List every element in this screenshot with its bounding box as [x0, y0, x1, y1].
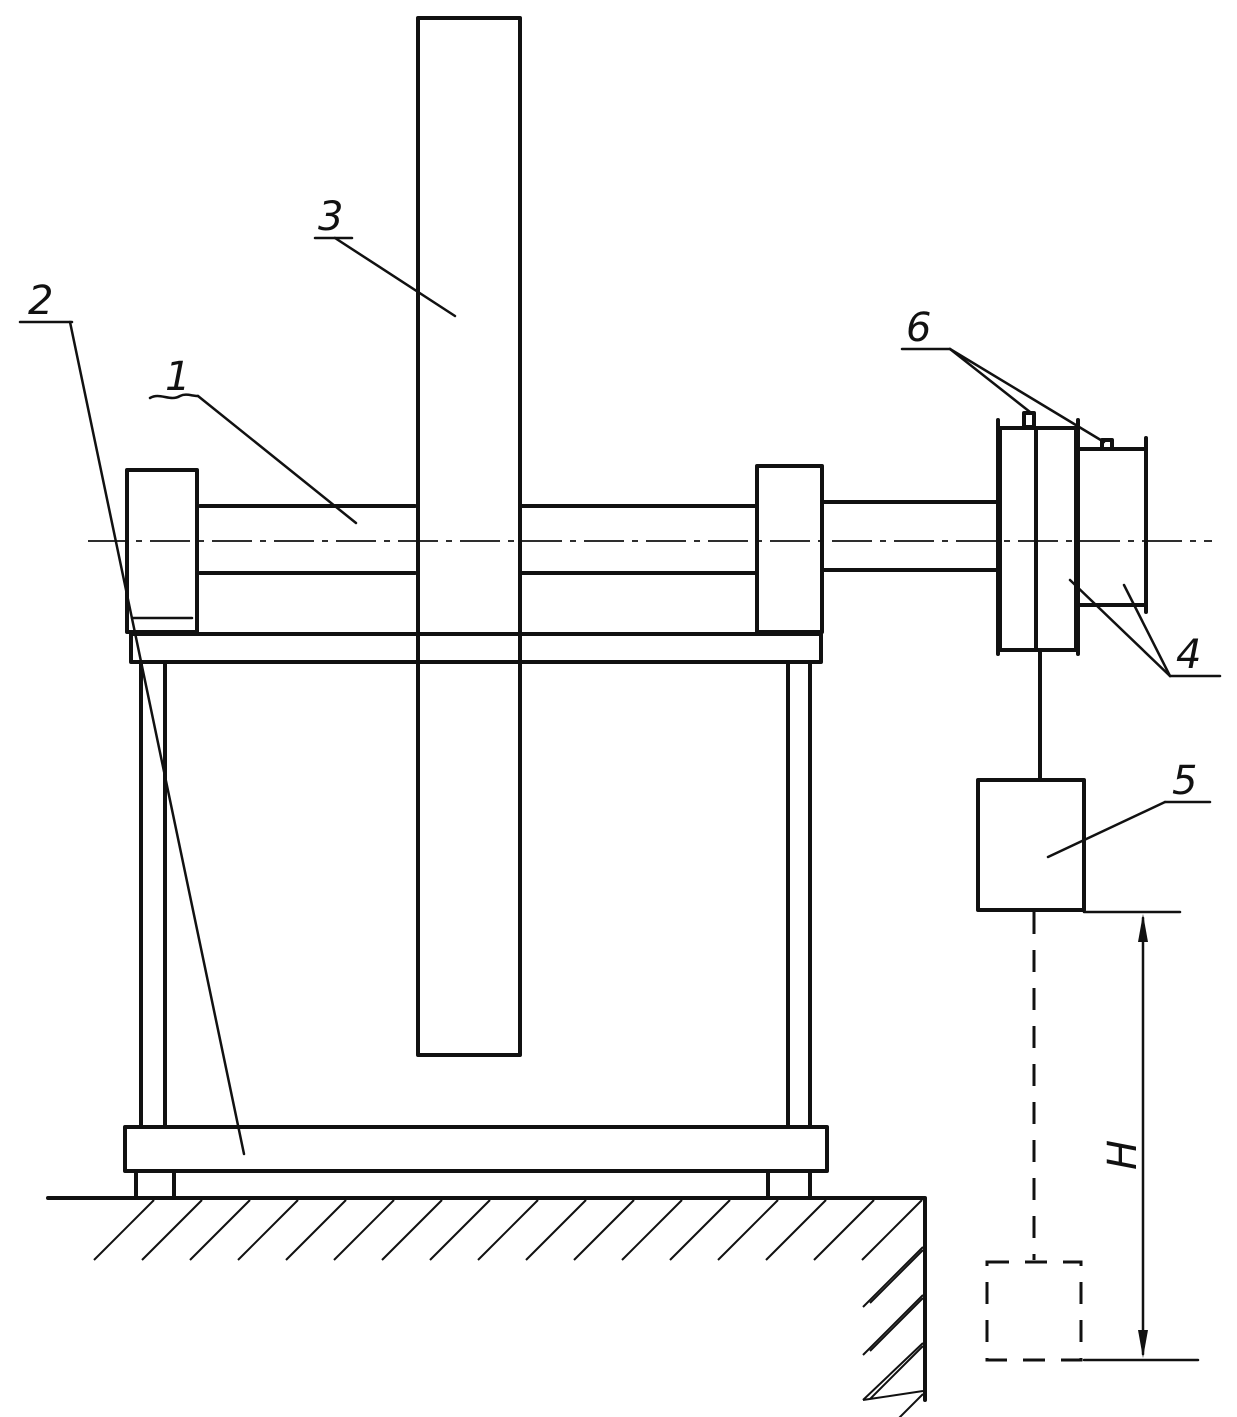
top-plate — [129, 632, 823, 664]
hatch-line — [621, 1199, 683, 1261]
label-part-1: 1 — [165, 354, 190, 400]
leader-lines — [18, 236, 1222, 1156]
right-bearing — [755, 464, 824, 634]
hatch-line — [717, 1199, 779, 1261]
base-plate — [123, 1125, 829, 1173]
hatch-line — [237, 1199, 299, 1261]
weight-lower-position — [985, 1260, 1083, 1362]
hatch-line — [381, 1199, 443, 1261]
label-part-2: 2 — [28, 278, 53, 324]
hatch-line — [862, 1246, 924, 1308]
ground-hatching — [93, 1199, 924, 1417]
hatch-line — [869, 1249, 924, 1304]
hatch-line — [869, 1345, 924, 1400]
hatch-line — [93, 1199, 155, 1261]
main-shaft — [198, 500, 1002, 575]
label-part-6: 6 — [906, 305, 931, 351]
label-part-5: 5 — [1172, 758, 1197, 804]
right-foot — [766, 1169, 812, 1200]
pendulum-bar — [416, 16, 522, 1057]
hatch-line — [429, 1199, 491, 1261]
hatch-line — [813, 1199, 875, 1261]
hatch-line — [862, 1390, 924, 1401]
frame-columns — [139, 660, 812, 1128]
hatch-line — [573, 1199, 635, 1261]
label-part-4: 4 — [1176, 632, 1201, 678]
hatch-line — [862, 1294, 924, 1356]
label-part-3: 3 — [318, 194, 343, 240]
weight — [976, 778, 1086, 912]
left-bearing — [125, 468, 199, 634]
label-height: H — [1100, 1140, 1146, 1170]
hatch-line — [862, 1342, 924, 1401]
left-foot — [134, 1169, 176, 1200]
hatch-line — [333, 1199, 395, 1261]
hatch-line — [189, 1199, 251, 1261]
hatch-line — [765, 1199, 827, 1261]
height-dimension — [1082, 910, 1200, 1362]
ground — [46, 1196, 927, 1417]
hatch-line — [869, 1297, 924, 1352]
hatch-line — [669, 1199, 731, 1261]
pulley — [996, 411, 1148, 656]
hatch-line — [285, 1199, 347, 1261]
hatch-line — [898, 1393, 924, 1417]
hatch-line — [141, 1199, 203, 1261]
hatch-line — [861, 1199, 923, 1261]
hatch-line — [477, 1199, 539, 1261]
hatch-line — [525, 1199, 587, 1261]
